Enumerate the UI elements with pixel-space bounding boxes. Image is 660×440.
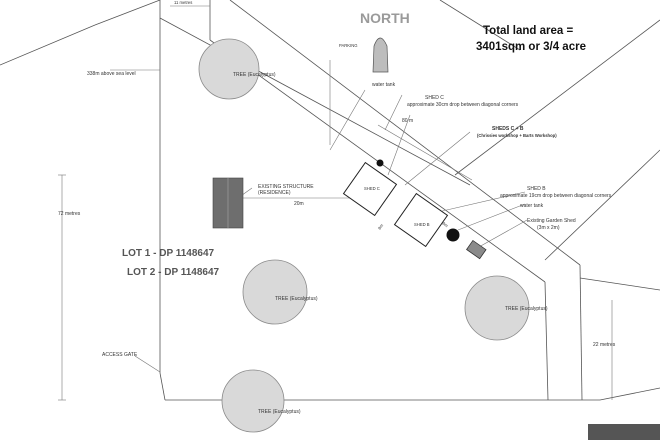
tree-icon: [198, 38, 260, 100]
car-icon: [372, 37, 389, 73]
garden-shed-size: (3m x 2m): [537, 225, 560, 231]
area-line-1: Total land area =: [483, 25, 574, 37]
corner-block: [588, 424, 660, 440]
lot-1-label: LOT 1 - DP 1148647: [122, 248, 215, 259]
tree-icon: [464, 275, 530, 341]
sheds-cb-title: SHEDS C + B: [492, 126, 524, 132]
water-tank-label: water tank: [372, 82, 396, 88]
tree-label: TREE (Eucalyptus): [505, 306, 548, 312]
water-tank-b-icon: [446, 228, 460, 242]
water-tank-b-label: water tank: [520, 203, 544, 209]
shed-c-note: approximate 30cm drop between diagonal c…: [407, 102, 519, 108]
north-label: NORTH: [360, 10, 410, 26]
shed-b-outline: [393, 192, 449, 248]
leader-lines: [110, 69, 528, 373]
garden-shed-label: Existing Garden Shed: [527, 218, 576, 224]
parking-label: PARKING: [339, 43, 358, 48]
shed-c-box-label: SHED C: [364, 186, 380, 191]
sheds-cb-subtitle: (Chrissies workshop + Barts Workshop): [477, 133, 557, 138]
shed-b-box-label: SHED B: [414, 222, 430, 227]
tree-icon: [221, 369, 285, 433]
dimension-20m: 20m: [294, 201, 304, 207]
water-tank-c-icon: [376, 159, 384, 167]
existing-structure-sublabel: (RESIDENCE): [258, 190, 291, 196]
dimension-lines: [58, 5, 613, 401]
existing-structure: [212, 177, 244, 229]
existing-structure-label: EXISTING STRUCTURE: [258, 184, 314, 190]
tree-label: TREE (Eucalyptus): [258, 409, 301, 415]
right-dimension-label: 22 metres: [593, 342, 616, 348]
elevation-label: 338m above sea level: [87, 71, 136, 77]
dimension-80m: 80 m: [402, 118, 413, 124]
tree-label: TREE (Eucalyptus): [233, 72, 276, 78]
shed-b-note: approximate 19cm drop between diagonal c…: [500, 193, 612, 199]
shed-dimension-label: 8m: [441, 221, 449, 229]
lot-2-label: LOT 2 - DP 1148647: [127, 267, 220, 278]
shed-c-outline: [342, 161, 398, 217]
shed-b-title: SHED B: [527, 186, 546, 192]
tree-label: TREE (Eucalyptus): [275, 296, 318, 302]
shed-dimension-label: 8m: [377, 223, 385, 231]
left-dimension-label: 72 metres: [58, 211, 81, 217]
area-line-2: 3401sqm or 3/4 acre: [476, 41, 586, 53]
access-gate-label: ACCESS GATE: [102, 352, 138, 358]
garden-shed-icon: [466, 239, 487, 260]
boundary-lines: [0, 0, 660, 401]
shed-c-title: SHED C: [425, 95, 444, 101]
tree-icon: [242, 259, 308, 325]
top-dimension-label: 11 metres: [174, 0, 192, 5]
